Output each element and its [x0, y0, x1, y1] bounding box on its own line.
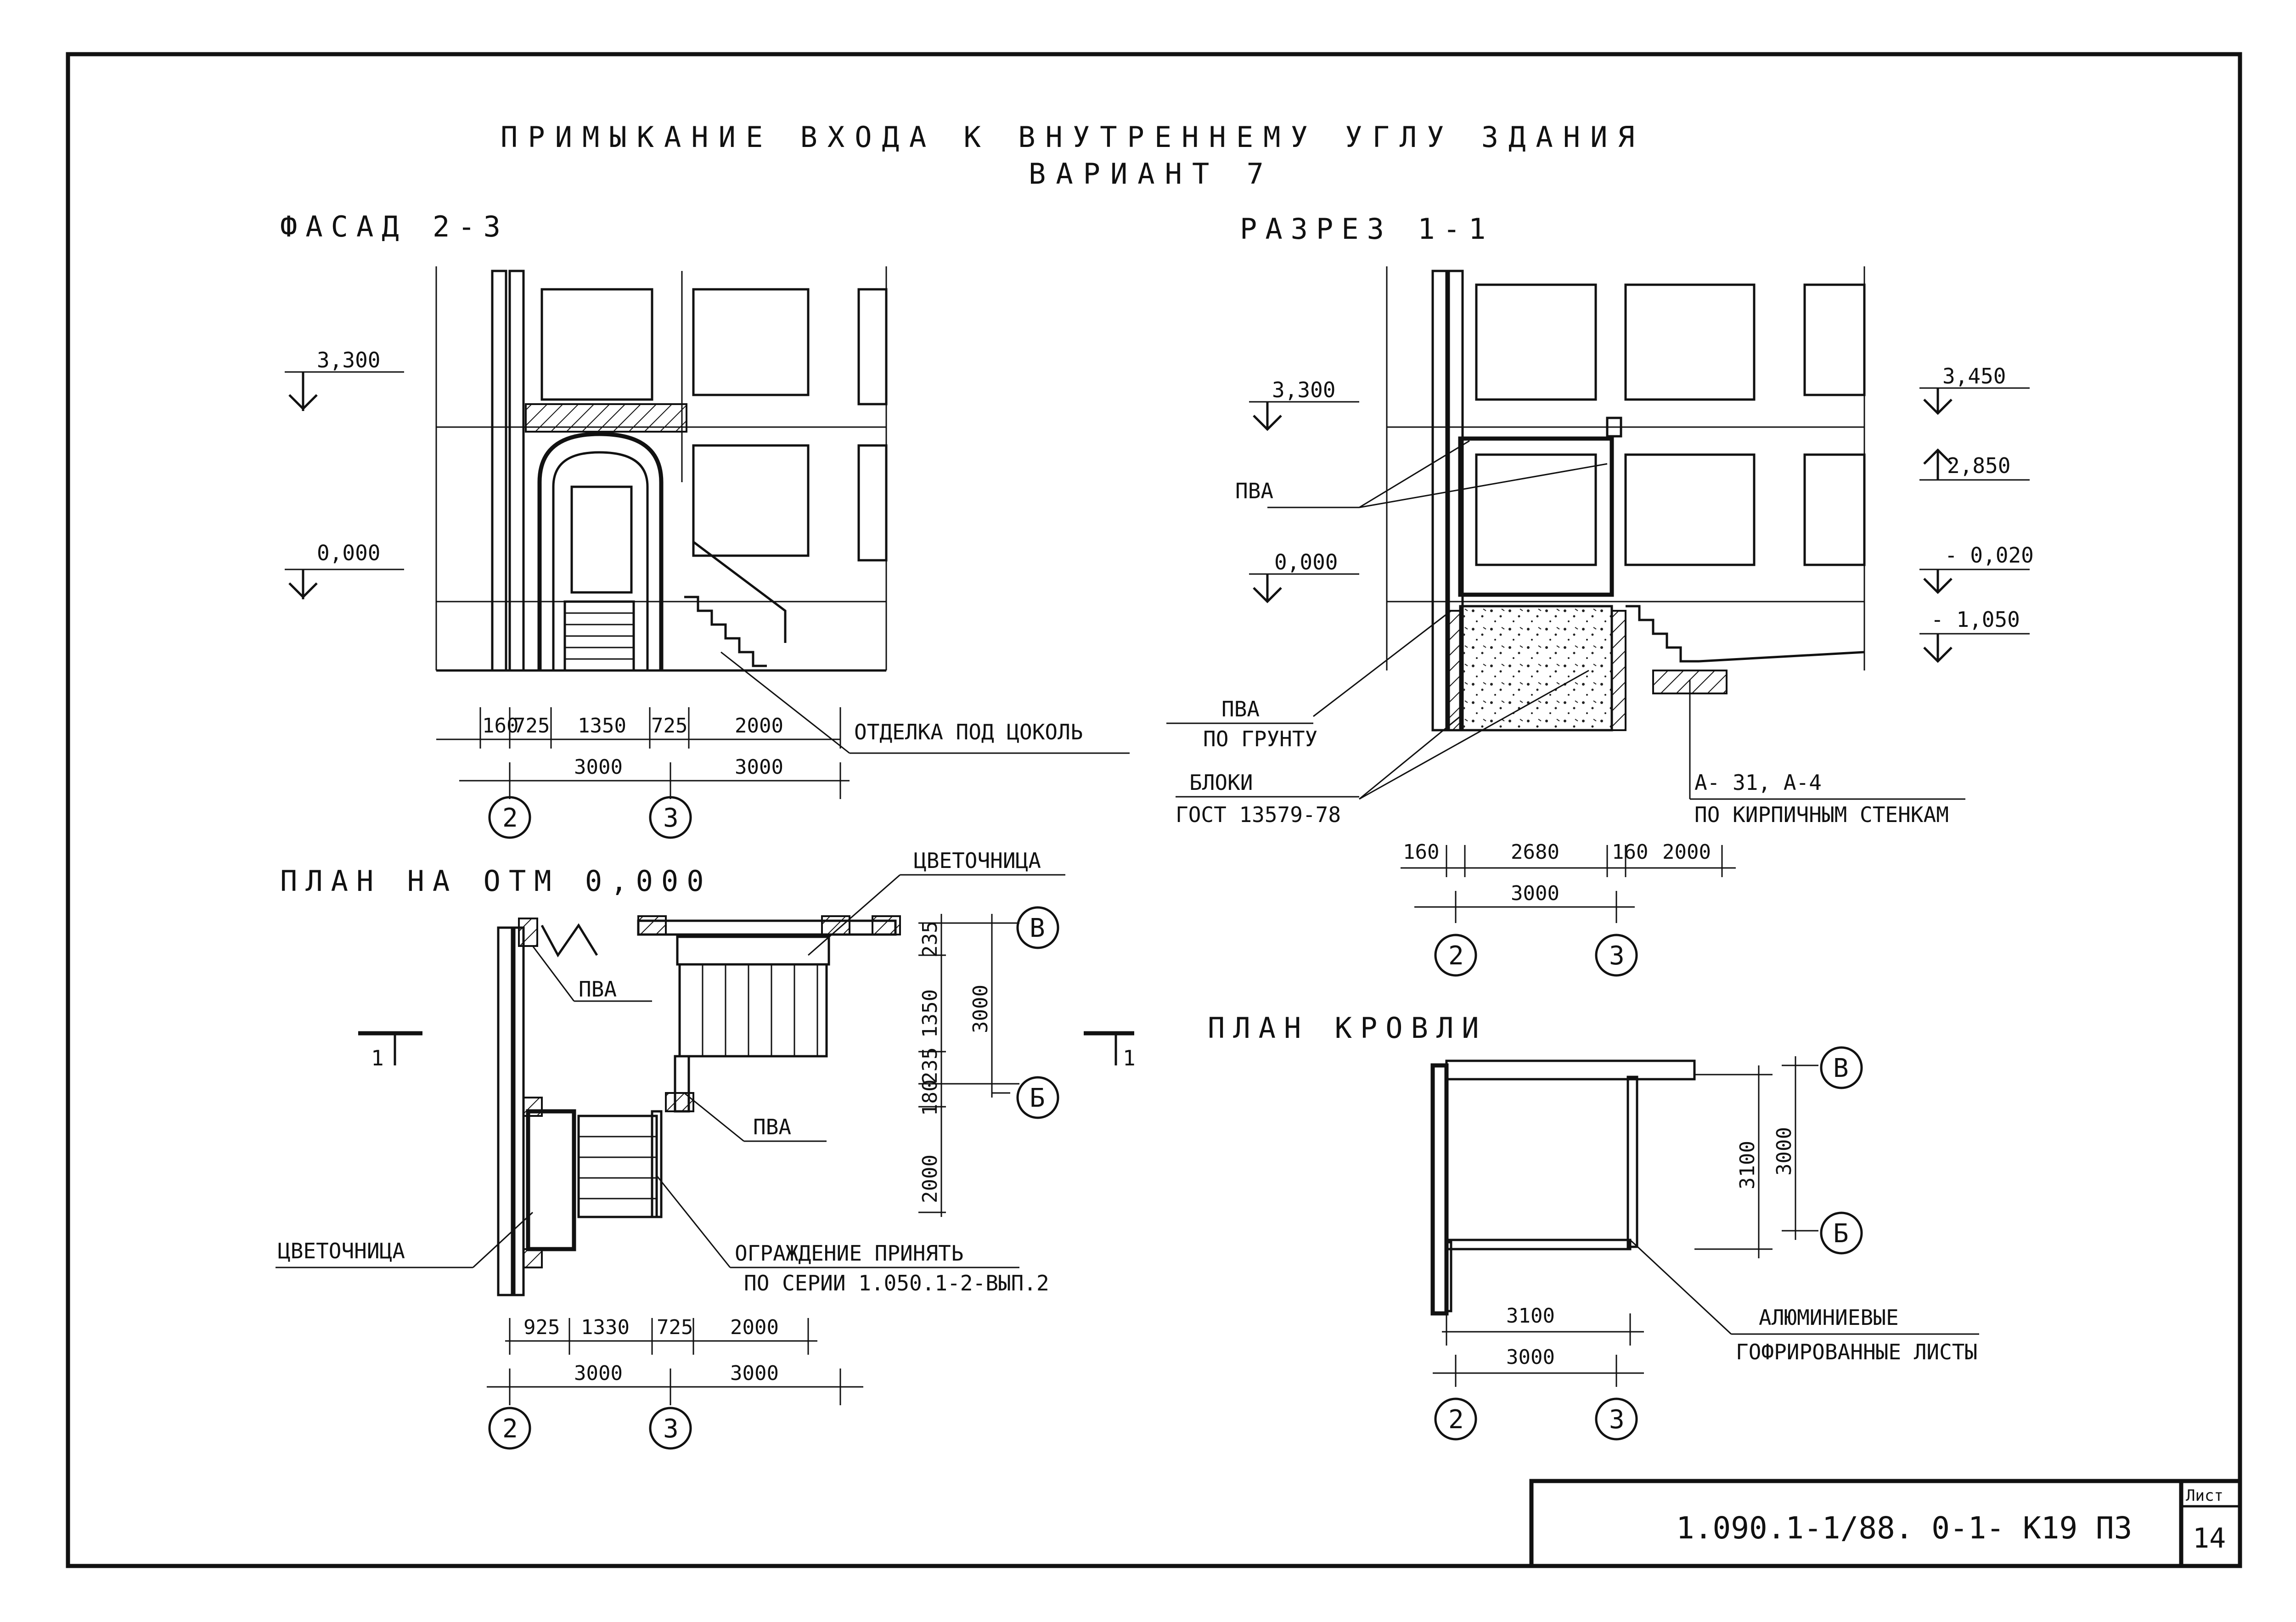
facade-dim-2000: 2000: [735, 714, 783, 738]
section-level-1050: - 1,050: [1931, 607, 2020, 632]
roof-vdim-3100: 3100: [1736, 1141, 1759, 1189]
stamp-sheet-number: 14: [2193, 1522, 2226, 1554]
facade-dim-725b: 725: [651, 714, 687, 738]
plan-dim-925: 925: [523, 1316, 560, 1339]
plan-label-flowerbed-left: ЦВЕТОЧНИЦА: [278, 1239, 405, 1263]
plan-dim-3000a: 3000: [574, 1362, 623, 1385]
facade-dim-1350: 1350: [578, 714, 626, 738]
section-level-0020: - 0,020: [1945, 543, 2034, 568]
plan-label-pva-1: ПВА: [579, 977, 617, 1002]
stamp-sheet-label: Лист: [2186, 1487, 2223, 1505]
plan-vdim-235b: 235: [918, 1048, 942, 1084]
plan-axis-2: 2: [502, 1414, 518, 1444]
plan-note-fence-2: ПО СЕРИИ 1.050.1-2-ВЫП.2: [744, 1271, 1049, 1295]
section-label-pva: ПВА: [1235, 479, 1273, 503]
section-note-brick-1: А- 31, А-4: [1694, 770, 1822, 795]
plan-heading: ПЛАН НА ОТМ 0,000: [280, 864, 712, 898]
plan-section-mark-left: 1: [371, 1046, 384, 1070]
stamp-code: 1.090.1-1/88. 0-1- К19 ПЗ: [1676, 1510, 2132, 1546]
facade-note-plinth: ОТДЕЛКА ПОД ЦОКОЛЬ: [854, 720, 1083, 744]
plan-dim-1330: 1330: [581, 1316, 630, 1339]
plan-vdim-2000: 2000: [918, 1155, 942, 1203]
roof-dim-3100: 3100: [1506, 1304, 1555, 1328]
plan-dim-725: 725: [657, 1316, 693, 1339]
facade-level-3300: 3,300: [317, 348, 380, 372]
plan-section-mark-right: 1: [1123, 1046, 1136, 1070]
roof-axis-3: 3: [1609, 1405, 1625, 1435]
section-view: РАЗРЕЗ 1-1 3,300 0,000: [1166, 212, 2034, 977]
plan-axis-3: 3: [663, 1414, 679, 1444]
section-note-pva-ground-1: ПВА: [1221, 697, 1260, 721]
roof-view: ПЛАН КРОВЛИ 3100 3000 В Б 3100 3000 2: [1208, 1011, 1979, 1441]
facade-dim-160: 160: [482, 714, 518, 738]
plan-dim-2000: 2000: [730, 1316, 779, 1339]
facade-level-0000: 0,000: [317, 541, 380, 565]
plan-vdim-180: 180: [918, 1080, 942, 1116]
section-level-3300: 3,300: [1272, 377, 1335, 402]
plan-dim-3000b: 3000: [730, 1362, 779, 1385]
section-note-blocks-1: БЛОКИ: [1189, 770, 1253, 795]
plan-label-flowerbed-top: ЦВЕТОЧНИЦА: [914, 848, 1041, 873]
roof-dim-3000: 3000: [1506, 1346, 1555, 1369]
section-dim-160a: 160: [1403, 840, 1439, 864]
roof-axis-v: В: [1833, 1053, 1849, 1083]
title-block: 1.090.1-1/88. 0-1- К19 ПЗ Лист 14: [1529, 1479, 2242, 1568]
roof-axis-b: Б: [1833, 1219, 1849, 1249]
section-level-3450: 3,450: [1942, 364, 2006, 389]
facade-dim-3000a: 3000: [574, 755, 623, 779]
plan-axis-b: Б: [1030, 1083, 1045, 1113]
section-axis-2: 2: [1448, 941, 1464, 971]
section-note-pva-ground-2: ПО ГРУНТУ: [1203, 727, 1317, 751]
title-line-1: ПРИМЫКАНИЕ ВХОДА К ВНУТРЕННЕМУ УГЛУ ЗДАН…: [501, 120, 1645, 154]
plan-vdim-1350: 1350: [918, 989, 942, 1038]
facade-heading: ФАСАД 2-3: [280, 210, 509, 243]
roof-note-2: ГОФРИРОВАННЫЕ ЛИСТЫ: [1736, 1340, 1977, 1364]
section-dim-3000: 3000: [1511, 882, 1559, 905]
roof-vdim-3000: 3000: [1773, 1127, 1796, 1176]
section-dim-160b: 160: [1612, 840, 1648, 864]
roof-note-1: АЛЮМИНИЕВЫЕ: [1759, 1305, 1899, 1330]
facade-dim-725a: 725: [513, 714, 550, 738]
section-level-0000: 0,000: [1274, 550, 1338, 574]
plan-note-fence-1: ОГРАЖДЕНИЕ ПРИНЯТЬ: [735, 1241, 964, 1266]
section-note-brick-2: ПО КИРПИЧНЫМ СТЕНКАМ: [1694, 802, 1949, 827]
plan-vdim-3000: 3000: [969, 985, 992, 1033]
sheet-frame: [66, 52, 2242, 1568]
plan-vdim-235a: 235: [918, 921, 942, 957]
section-dim-2680: 2680: [1511, 840, 1559, 864]
section-heading: РАЗРЕЗ 1-1: [1240, 212, 1494, 246]
plan-label-pva-2: ПВА: [753, 1115, 791, 1139]
plan-axis-v: В: [1030, 913, 1045, 943]
section-note-blocks-2: ГОСТ 13579-78: [1176, 802, 1341, 827]
facade-dim-3000b: 3000: [735, 755, 783, 779]
plan-view: ПЛАН НА ОТМ 0,000: [276, 848, 1136, 1450]
facade-axis-2: 2: [502, 803, 518, 833]
facade-axis-3: 3: [663, 803, 679, 833]
section-level-2850: 2,850: [1947, 453, 2010, 478]
roof-heading: ПЛАН КРОВЛИ: [1208, 1011, 1487, 1045]
roof-axis-2: 2: [1448, 1405, 1464, 1435]
section-dim-2000: 2000: [1662, 840, 1711, 864]
section-axis-3: 3: [1609, 941, 1625, 971]
title-line-2: ВАРИАНТ 7: [1029, 157, 1274, 191]
facade-view: ФАСАД 2-3 3: [280, 210, 1130, 839]
